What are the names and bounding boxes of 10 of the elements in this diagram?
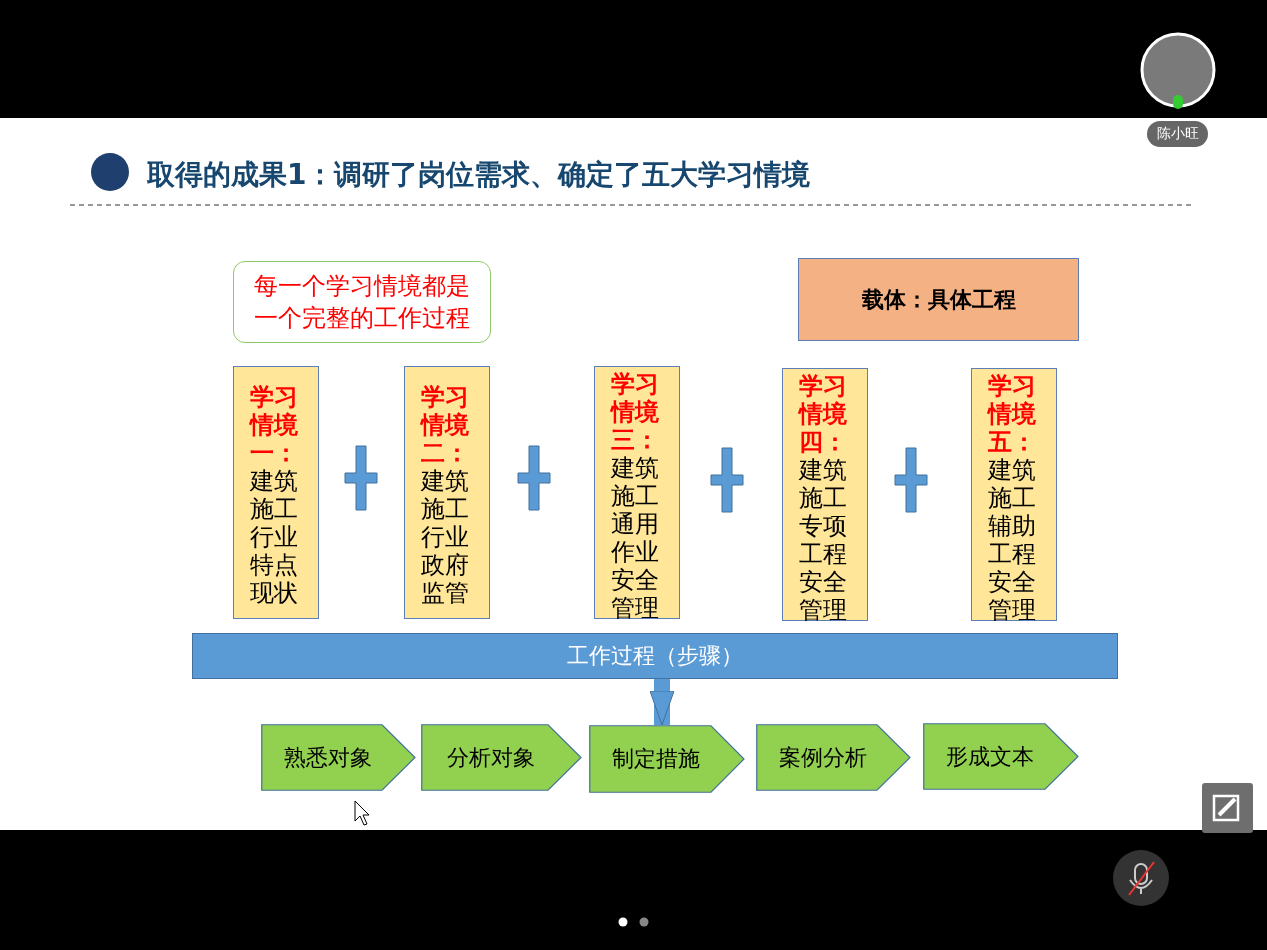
learning-situation-box: 学习情境二： 建筑施工行业政府监管: [404, 366, 490, 619]
user-name-badge: 陈小旺: [1147, 121, 1208, 147]
process-bar: 工作过程（步骤）: [192, 633, 1118, 679]
note-box: 每一个学习情境都是一个完整的工作过程: [233, 261, 491, 343]
slide-title: 取得的成果1：调研了岗位需求、确定了五大学习情境: [147, 157, 811, 193]
carrier-box: 载体：具体工程: [798, 258, 1079, 341]
learning-situation-box: 学习情境五： 建筑施工辅助工程安全管理: [971, 368, 1057, 621]
learning-situation-box: 学习情境一： 建筑施工行业特点现状: [233, 366, 319, 619]
learning-situation-box: 学习情境三： 建筑施工通用作业安全管理: [594, 366, 680, 619]
learning-situation-box: 学习情境四： 建筑施工专项工程安全管理: [782, 368, 868, 621]
